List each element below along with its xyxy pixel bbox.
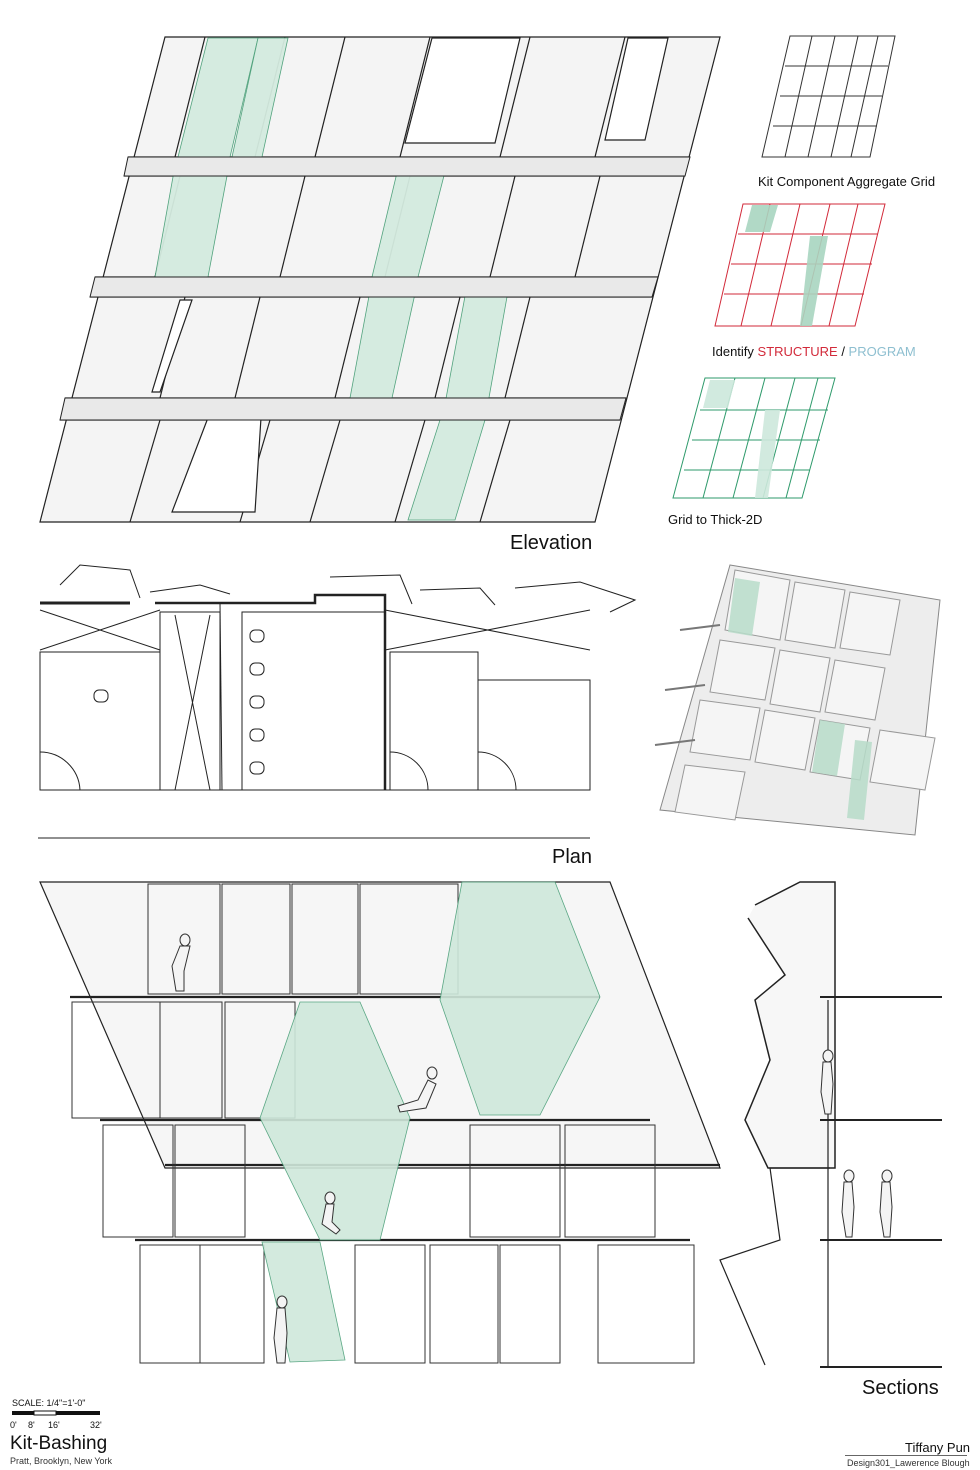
identify-structure: STRUCTURE <box>757 344 838 359</box>
kit-grid-label: Kit Component Aggregate Grid <box>758 174 936 189</box>
plan-label: Plan <box>552 846 593 868</box>
elevation-label: Elevation <box>510 532 593 554</box>
scale-bar <box>12 1410 100 1416</box>
project-name: Kit-Bashing <box>10 1433 108 1454</box>
grid-thick-label: Grid to Thick-2D <box>668 512 763 527</box>
scale-title: SCALE: 1/4"=1'-0" <box>12 1398 86 1408</box>
scale-tick: 0' <box>10 1420 17 1430</box>
scale-tick: 8' <box>28 1420 35 1430</box>
identify-sep: / <box>837 344 849 359</box>
author-name: Tiffany Pun <box>905 1440 971 1455</box>
author-course: Design301_Lawerence Blough <box>847 1458 970 1468</box>
identify-prefix: Identify <box>712 344 758 359</box>
identify-label: Identify STRUCTURE / PROGRAM <box>712 344 916 359</box>
identify-program: PROGRAM <box>848 344 916 359</box>
scale-tick: 32' <box>90 1420 102 1430</box>
scale-tick: 16' <box>48 1420 60 1430</box>
project-location: Pratt, Brooklyn, New York <box>10 1456 113 1466</box>
sections-label: Sections <box>862 1377 939 1399</box>
author-divider <box>845 1455 967 1456</box>
